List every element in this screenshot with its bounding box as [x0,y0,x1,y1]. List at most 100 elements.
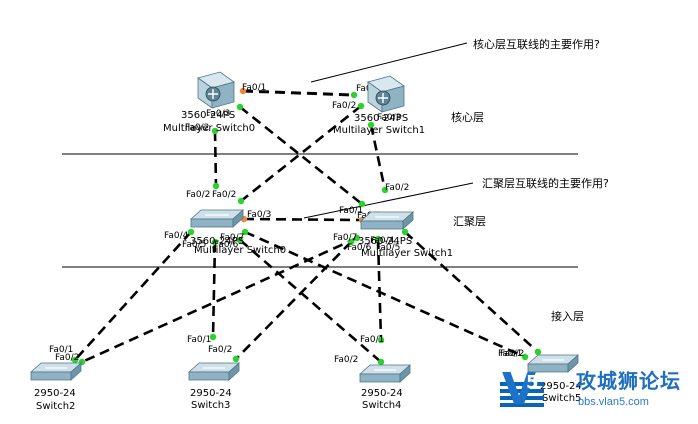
port-label: Fa0/4 [164,231,189,241]
watermark-title: 攻城狮论坛 [576,369,681,393]
link-dist0-sw5[interactable] [244,230,526,359]
device-side-face [228,362,240,381]
port-label: Fa0/3 [247,210,271,220]
port-indicator [374,235,382,243]
link-dist1-sw5[interactable] [404,231,539,353]
port-label: Fa0/2 [385,183,409,193]
port-label: Fa0/1 [339,206,363,216]
port-label: Fa0/2 [500,349,524,359]
device-name-label: Switch3 [191,400,230,411]
port-label: Fa0/2 [55,353,79,363]
watermark-mark-digit: 5 [526,372,539,393]
device-name-label: Multilayer Switch1 [333,125,425,136]
link-mls0-dist1[interactable] [239,105,363,206]
port-indicator [241,228,249,236]
device-name-label: Multilayer Switch1 [361,248,453,259]
tier-label-distribution: 汇聚层 [453,215,486,228]
distribution-question-pointer [303,182,474,219]
watermark-url: bbs.vlan5.com [578,396,649,408]
link-dist1-sw2[interactable] [81,236,358,364]
tier-divider-lines [62,153,578,268]
core-question-pointer [310,42,468,83]
port-label: Fa0/2 [334,355,358,365]
watermark-logo: V 5 攻城狮论坛 bbs.vlan5.com [500,364,698,420]
device-model-label: 2950-24 [34,388,76,399]
tier-label-core: 核心层 [451,110,484,124]
link-mls1-dist0[interactable] [240,104,362,203]
question-distribution: 汇聚层互联线的主要作用? [482,176,609,190]
links-layer [71,87,542,366]
port-indicator [236,236,244,244]
device-front-face [30,371,72,381]
link-mls0-dist0[interactable] [213,130,218,187]
question-callouts [303,42,474,219]
link-mls1-dist1[interactable] [369,124,387,191]
watermark-stripes [500,382,544,410]
port-indicator [187,228,195,236]
port-label: Fa0/2 [332,101,356,111]
watermark-mark: V [502,364,537,415]
device-front-face [360,220,404,230]
device-side-face [399,364,411,383]
port-indicator [357,102,365,110]
port-label: Fa0/2 [185,123,209,133]
port-label: Fa0/1 [49,345,73,355]
device-model-label: 3560-24PS [190,236,244,247]
device-front-face [188,371,230,381]
port-label: Fa0/6 [347,243,372,253]
port-indicator [367,121,375,129]
device-model-label: 2950-24 [540,381,582,392]
port-indicator [239,87,247,95]
port-label: Fa0/2 [212,190,236,200]
link-dist1-sw3[interactable] [235,241,352,360]
link-dist1-sw4[interactable] [376,238,383,341]
port-label: Fa0/3 [206,109,230,119]
port-label: Fa0/1 [242,83,266,93]
link-dist0-dist1[interactable] [243,217,363,222]
port-indicator [71,356,79,364]
port-label: Fa0/1 [187,335,211,345]
device-side-face [70,362,82,381]
port-indicator [212,182,220,190]
link-dist0-sw3[interactable] [211,241,217,338]
device-model-label: 2950-24 [361,388,403,399]
port-indicator [358,200,366,208]
port-indicator [211,127,219,135]
device-name-label: Multilayer Switch0 [194,245,286,256]
port-indicator [401,228,409,236]
port-label: Fa0/2 [208,345,232,355]
port-label: Fa0/1 [360,335,384,345]
tier-label-access: 接入层 [551,310,584,323]
port-indicator [350,91,358,99]
arrows-icon [208,89,218,99]
device-name-label: Switch4 [362,400,401,411]
port-labels-layer: Fa0/1Fa0/1Fa0/3Fa0/1Fa0/2Fa0/2Fa0/2Fa0/2… [49,83,524,365]
port-label: Fa0/3 [377,113,401,123]
port-indicator [209,333,217,341]
port-indicator [353,234,361,242]
device-side-face [232,209,244,228]
port-indicator [347,238,355,246]
device-side-face [402,211,414,230]
port-indicator [377,358,385,366]
port-label: Fa0/7 [220,233,244,243]
device-front-face [359,373,401,383]
arrows-icon [378,93,388,103]
port-indicator [232,355,240,363]
link-mls0-mls1[interactable] [242,89,355,97]
link-dist0-sw2[interactable] [74,231,192,361]
port-indicator [534,348,542,356]
port-label: Fa0/2 [186,190,210,200]
port-indicator [211,238,219,246]
